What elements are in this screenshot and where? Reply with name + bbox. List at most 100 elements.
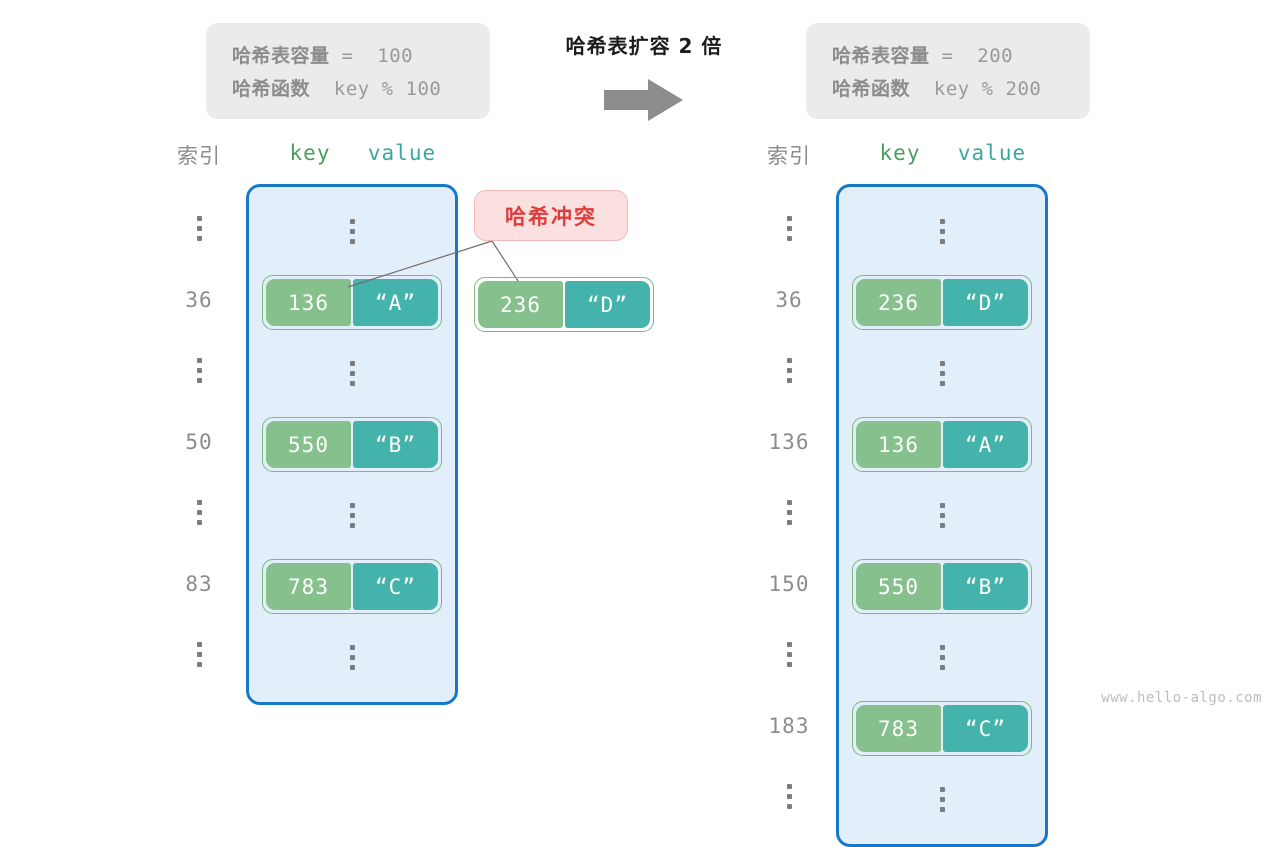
dot — [786, 784, 792, 789]
bucket-row: 236“D” — [839, 267, 1045, 338]
index-label: 36 — [185, 287, 213, 312]
bucket-row — [839, 622, 1045, 693]
dot — [939, 371, 945, 376]
header-value: value — [957, 141, 1027, 165]
column-headers-left: 索引 key value — [160, 140, 458, 184]
vertical-ellipsis-icon — [939, 645, 945, 670]
function-line-left: 哈希函数 key % 100 — [232, 74, 464, 101]
bucket-row — [839, 480, 1045, 551]
header-value: value — [367, 141, 437, 165]
index-label: 150 — [768, 571, 810, 596]
vertical-ellipsis-icon — [196, 216, 202, 241]
dot — [349, 219, 355, 224]
dot — [196, 652, 202, 657]
dot — [939, 513, 945, 518]
index-cell — [750, 477, 828, 548]
dot — [939, 787, 945, 792]
header-index: 索引 — [177, 144, 221, 168]
dot — [786, 368, 792, 373]
cell-key: 136 — [856, 421, 941, 468]
entry-pair: 783“C” — [852, 701, 1032, 756]
cell-key: 550 — [266, 421, 351, 468]
hash-collision-badge: 哈希冲突 — [474, 190, 628, 241]
bucket-row — [249, 480, 455, 551]
dot — [196, 500, 202, 505]
bucket-row: 783“C” — [839, 693, 1045, 764]
dot — [349, 239, 355, 244]
dot — [349, 513, 355, 518]
vertical-ellipsis-icon — [786, 500, 792, 525]
dot — [939, 503, 945, 508]
watermark: www.hello-algo.com — [1101, 690, 1262, 706]
dot — [349, 523, 355, 528]
entry-pair: 783“C” — [262, 559, 442, 614]
vertical-ellipsis-icon — [349, 219, 355, 244]
entry-pair: 136“A” — [852, 417, 1032, 472]
index-label: 136 — [768, 429, 810, 454]
dot — [349, 381, 355, 386]
cell-value: “C” — [353, 563, 438, 610]
bucket-row — [249, 196, 455, 267]
dot — [939, 665, 945, 670]
cell-value: “D” — [565, 281, 650, 328]
vertical-ellipsis-icon — [349, 645, 355, 670]
cell-key: 236 — [856, 279, 941, 326]
function-label: 哈希函数 — [232, 78, 311, 100]
function-label: 哈希函数 — [832, 78, 911, 100]
index-cell: 50 — [160, 406, 238, 477]
dot — [196, 358, 202, 363]
index-cell — [160, 619, 238, 690]
header-key: key — [289, 141, 331, 165]
cell-value: “D” — [943, 279, 1028, 326]
dot — [786, 804, 792, 809]
index-cell: 136 — [750, 406, 828, 477]
dot — [349, 655, 355, 660]
dot — [349, 361, 355, 366]
dot — [349, 645, 355, 650]
dot — [786, 358, 792, 363]
cell-key: 783 — [856, 705, 941, 752]
header-key: key — [879, 141, 921, 165]
header-index: 索引 — [767, 144, 811, 168]
index-cell — [750, 335, 828, 406]
dot — [939, 797, 945, 802]
bucket-row — [839, 338, 1045, 409]
dot — [786, 500, 792, 505]
vertical-ellipsis-icon — [786, 784, 792, 809]
bucket-row — [249, 622, 455, 693]
dot — [786, 226, 792, 231]
dot — [196, 662, 202, 667]
dot — [939, 523, 945, 528]
index-label: 50 — [185, 429, 213, 454]
vertical-ellipsis-icon — [196, 642, 202, 667]
dot — [786, 378, 792, 383]
function-value: key % 200 — [910, 78, 1042, 100]
dot — [786, 642, 792, 647]
dot — [939, 229, 945, 234]
dot — [196, 368, 202, 373]
dot — [349, 229, 355, 234]
vertical-ellipsis-icon — [786, 642, 792, 667]
vertical-ellipsis-icon — [939, 219, 945, 244]
dot — [196, 510, 202, 515]
bucket-row — [839, 764, 1045, 835]
dot — [196, 216, 202, 221]
index-cell — [160, 477, 238, 548]
dot — [939, 655, 945, 660]
dot — [939, 239, 945, 244]
capacity-label: 哈希表容量 — [232, 45, 330, 67]
vertical-ellipsis-icon — [786, 358, 792, 383]
cell-key: 783 — [266, 563, 351, 610]
dot — [939, 381, 945, 386]
dot — [196, 520, 202, 525]
dot — [349, 665, 355, 670]
vertical-ellipsis-icon — [939, 787, 945, 812]
vertical-ellipsis-icon — [939, 503, 945, 528]
dot — [349, 371, 355, 376]
